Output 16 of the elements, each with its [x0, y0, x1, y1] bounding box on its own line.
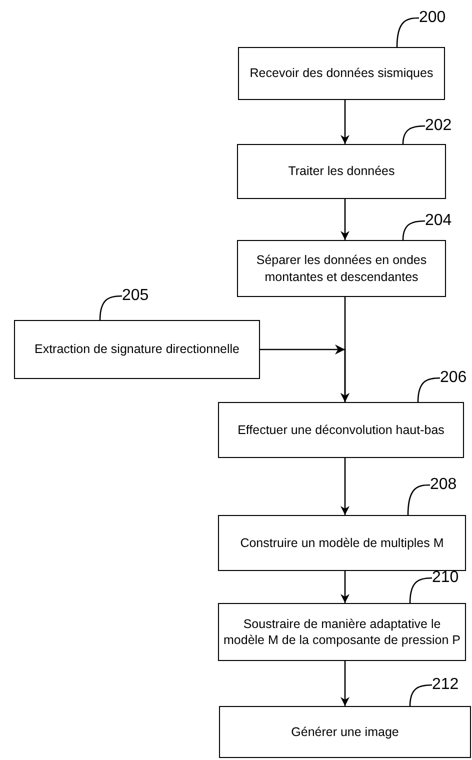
callout-number: 200 [419, 10, 446, 26]
process-box: Générer une image [219, 706, 471, 758]
process-box: Traiter les données [237, 144, 446, 199]
callout-number: 212 [432, 677, 459, 693]
callout-number: 202 [425, 118, 452, 134]
process-box: Construire un modèle de multiples M [218, 515, 466, 571]
callout-number: 206 [440, 370, 467, 386]
callout-number: 210 [432, 570, 459, 586]
process-box: Soustraire de manière adaptative le modèle M de la composante de pression P [218, 603, 466, 661]
callout-number: 205 [122, 288, 149, 304]
process-box: Effectuer une déconvolution haut-bas [218, 402, 464, 458]
callout-number: 208 [430, 477, 457, 493]
callout-number: 204 [425, 213, 452, 229]
process-box: Extraction de signature directionnelle [14, 320, 260, 379]
process-box: Séparer les données en ondes montantes et descendantes [237, 240, 446, 297]
process-box: Recevoir des données sismiques [238, 47, 445, 100]
